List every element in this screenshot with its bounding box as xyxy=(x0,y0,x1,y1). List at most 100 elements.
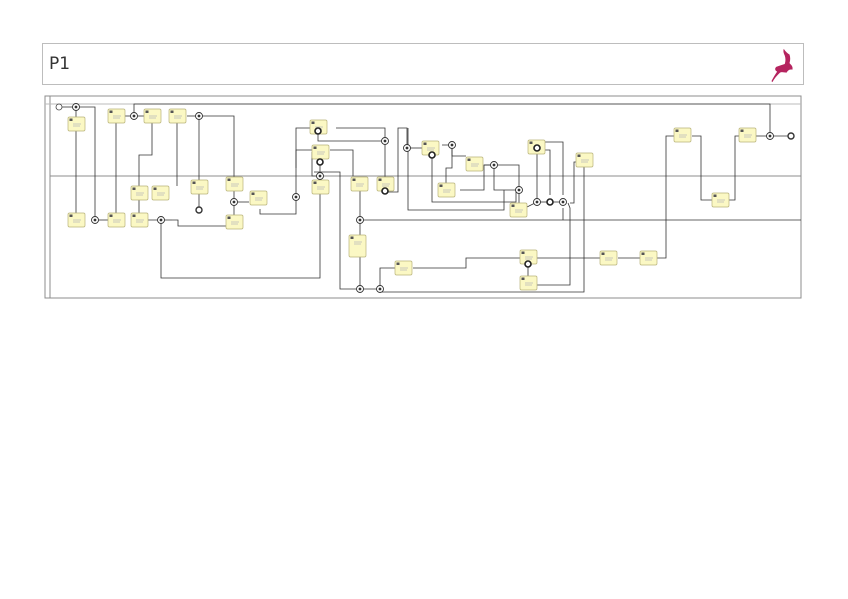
gateway[interactable] xyxy=(157,216,165,224)
sequence-flow xyxy=(493,165,519,191)
gateway[interactable] xyxy=(230,198,238,206)
pool-border xyxy=(44,95,802,299)
gateway-marker xyxy=(318,174,322,178)
intermediate-event[interactable] xyxy=(316,158,324,166)
sequence-flow xyxy=(729,135,739,201)
task[interactable] xyxy=(67,116,86,132)
task[interactable] xyxy=(130,185,149,201)
process-header: P1 xyxy=(42,43,804,85)
task-type-icon xyxy=(511,204,515,207)
task[interactable] xyxy=(151,185,170,201)
task-type-icon xyxy=(529,141,533,144)
task[interactable] xyxy=(225,176,244,192)
gateway[interactable] xyxy=(766,132,774,140)
task-type-icon xyxy=(350,236,354,239)
gateway[interactable] xyxy=(448,141,456,149)
task[interactable] xyxy=(67,212,86,228)
task-type-icon xyxy=(227,216,231,219)
start-event[interactable] xyxy=(55,103,63,111)
task[interactable] xyxy=(394,260,413,276)
task[interactable] xyxy=(190,179,209,195)
sequence-flow xyxy=(295,127,310,197)
flow-nodes xyxy=(55,103,795,293)
gateway-marker xyxy=(450,143,454,147)
end-event[interactable] xyxy=(787,132,795,140)
task[interactable] xyxy=(348,234,367,258)
task-type-icon xyxy=(69,214,73,217)
gateway[interactable] xyxy=(292,193,300,201)
end-event[interactable] xyxy=(195,206,203,214)
gateway[interactable] xyxy=(356,285,364,293)
task[interactable] xyxy=(509,202,528,218)
gateway[interactable] xyxy=(403,144,411,152)
task[interactable] xyxy=(107,108,126,124)
sequence-flow xyxy=(537,202,571,286)
intermediate-event[interactable] xyxy=(314,127,322,135)
sequence-flow xyxy=(138,123,153,186)
task[interactable] xyxy=(311,144,330,160)
task[interactable] xyxy=(107,212,126,228)
sequence-flow xyxy=(133,103,771,135)
gateway[interactable] xyxy=(376,285,384,293)
gateway[interactable] xyxy=(130,112,138,120)
task[interactable] xyxy=(350,176,369,192)
task-type-icon xyxy=(313,181,317,184)
gateway[interactable] xyxy=(72,103,80,111)
sequence-flow xyxy=(385,127,408,193)
sequence-flow xyxy=(656,135,674,259)
sequence-flow xyxy=(330,149,354,176)
task[interactable] xyxy=(225,214,244,230)
task[interactable] xyxy=(599,250,618,266)
task[interactable] xyxy=(711,192,730,208)
task-type-icon xyxy=(227,178,231,181)
task-type-icon xyxy=(192,181,196,184)
gateway-marker xyxy=(74,105,78,109)
gateway[interactable] xyxy=(533,198,541,206)
task-type-icon xyxy=(170,110,174,113)
task-type-icon xyxy=(396,262,400,265)
antelope-logo-icon xyxy=(771,48,793,83)
gateway[interactable] xyxy=(91,216,99,224)
sequence-flow xyxy=(692,135,712,201)
gateway[interactable] xyxy=(559,198,567,206)
task[interactable] xyxy=(519,275,538,291)
intermediate-event[interactable] xyxy=(524,260,532,268)
intermediate-event[interactable] xyxy=(546,198,554,206)
task[interactable] xyxy=(168,108,187,124)
intermediate-event[interactable] xyxy=(381,187,389,195)
intermediate-event[interactable] xyxy=(533,144,541,152)
gateway-marker xyxy=(358,287,362,291)
task[interactable] xyxy=(465,156,484,172)
task[interactable] xyxy=(249,190,268,206)
task[interactable] xyxy=(738,127,757,143)
sequence-flow xyxy=(295,149,312,168)
task-box[interactable] xyxy=(348,234,367,258)
task[interactable] xyxy=(437,182,456,198)
task[interactable] xyxy=(673,127,692,143)
gateway-marker xyxy=(535,200,539,204)
sequence-flow xyxy=(259,197,297,215)
sequence-flow xyxy=(431,155,517,203)
gateway[interactable] xyxy=(381,137,389,145)
task-type-icon xyxy=(601,252,605,255)
task[interactable] xyxy=(130,212,149,228)
task-type-icon xyxy=(311,121,315,124)
gateway[interactable] xyxy=(515,186,523,194)
gateway[interactable] xyxy=(195,112,203,120)
task[interactable] xyxy=(376,176,395,192)
task-type-icon xyxy=(713,194,717,197)
task-type-icon xyxy=(439,184,443,187)
task[interactable] xyxy=(639,250,658,266)
task-type-icon xyxy=(467,158,471,161)
gateway[interactable] xyxy=(356,216,364,224)
gateway-marker xyxy=(561,200,565,204)
gateway[interactable] xyxy=(316,172,324,180)
intermediate-event[interactable] xyxy=(428,151,436,159)
task[interactable] xyxy=(311,179,330,195)
gateway-marker xyxy=(358,218,362,222)
task[interactable] xyxy=(575,152,594,168)
gateway-marker xyxy=(93,218,97,222)
task[interactable] xyxy=(143,108,162,124)
gateway[interactable] xyxy=(490,161,498,169)
